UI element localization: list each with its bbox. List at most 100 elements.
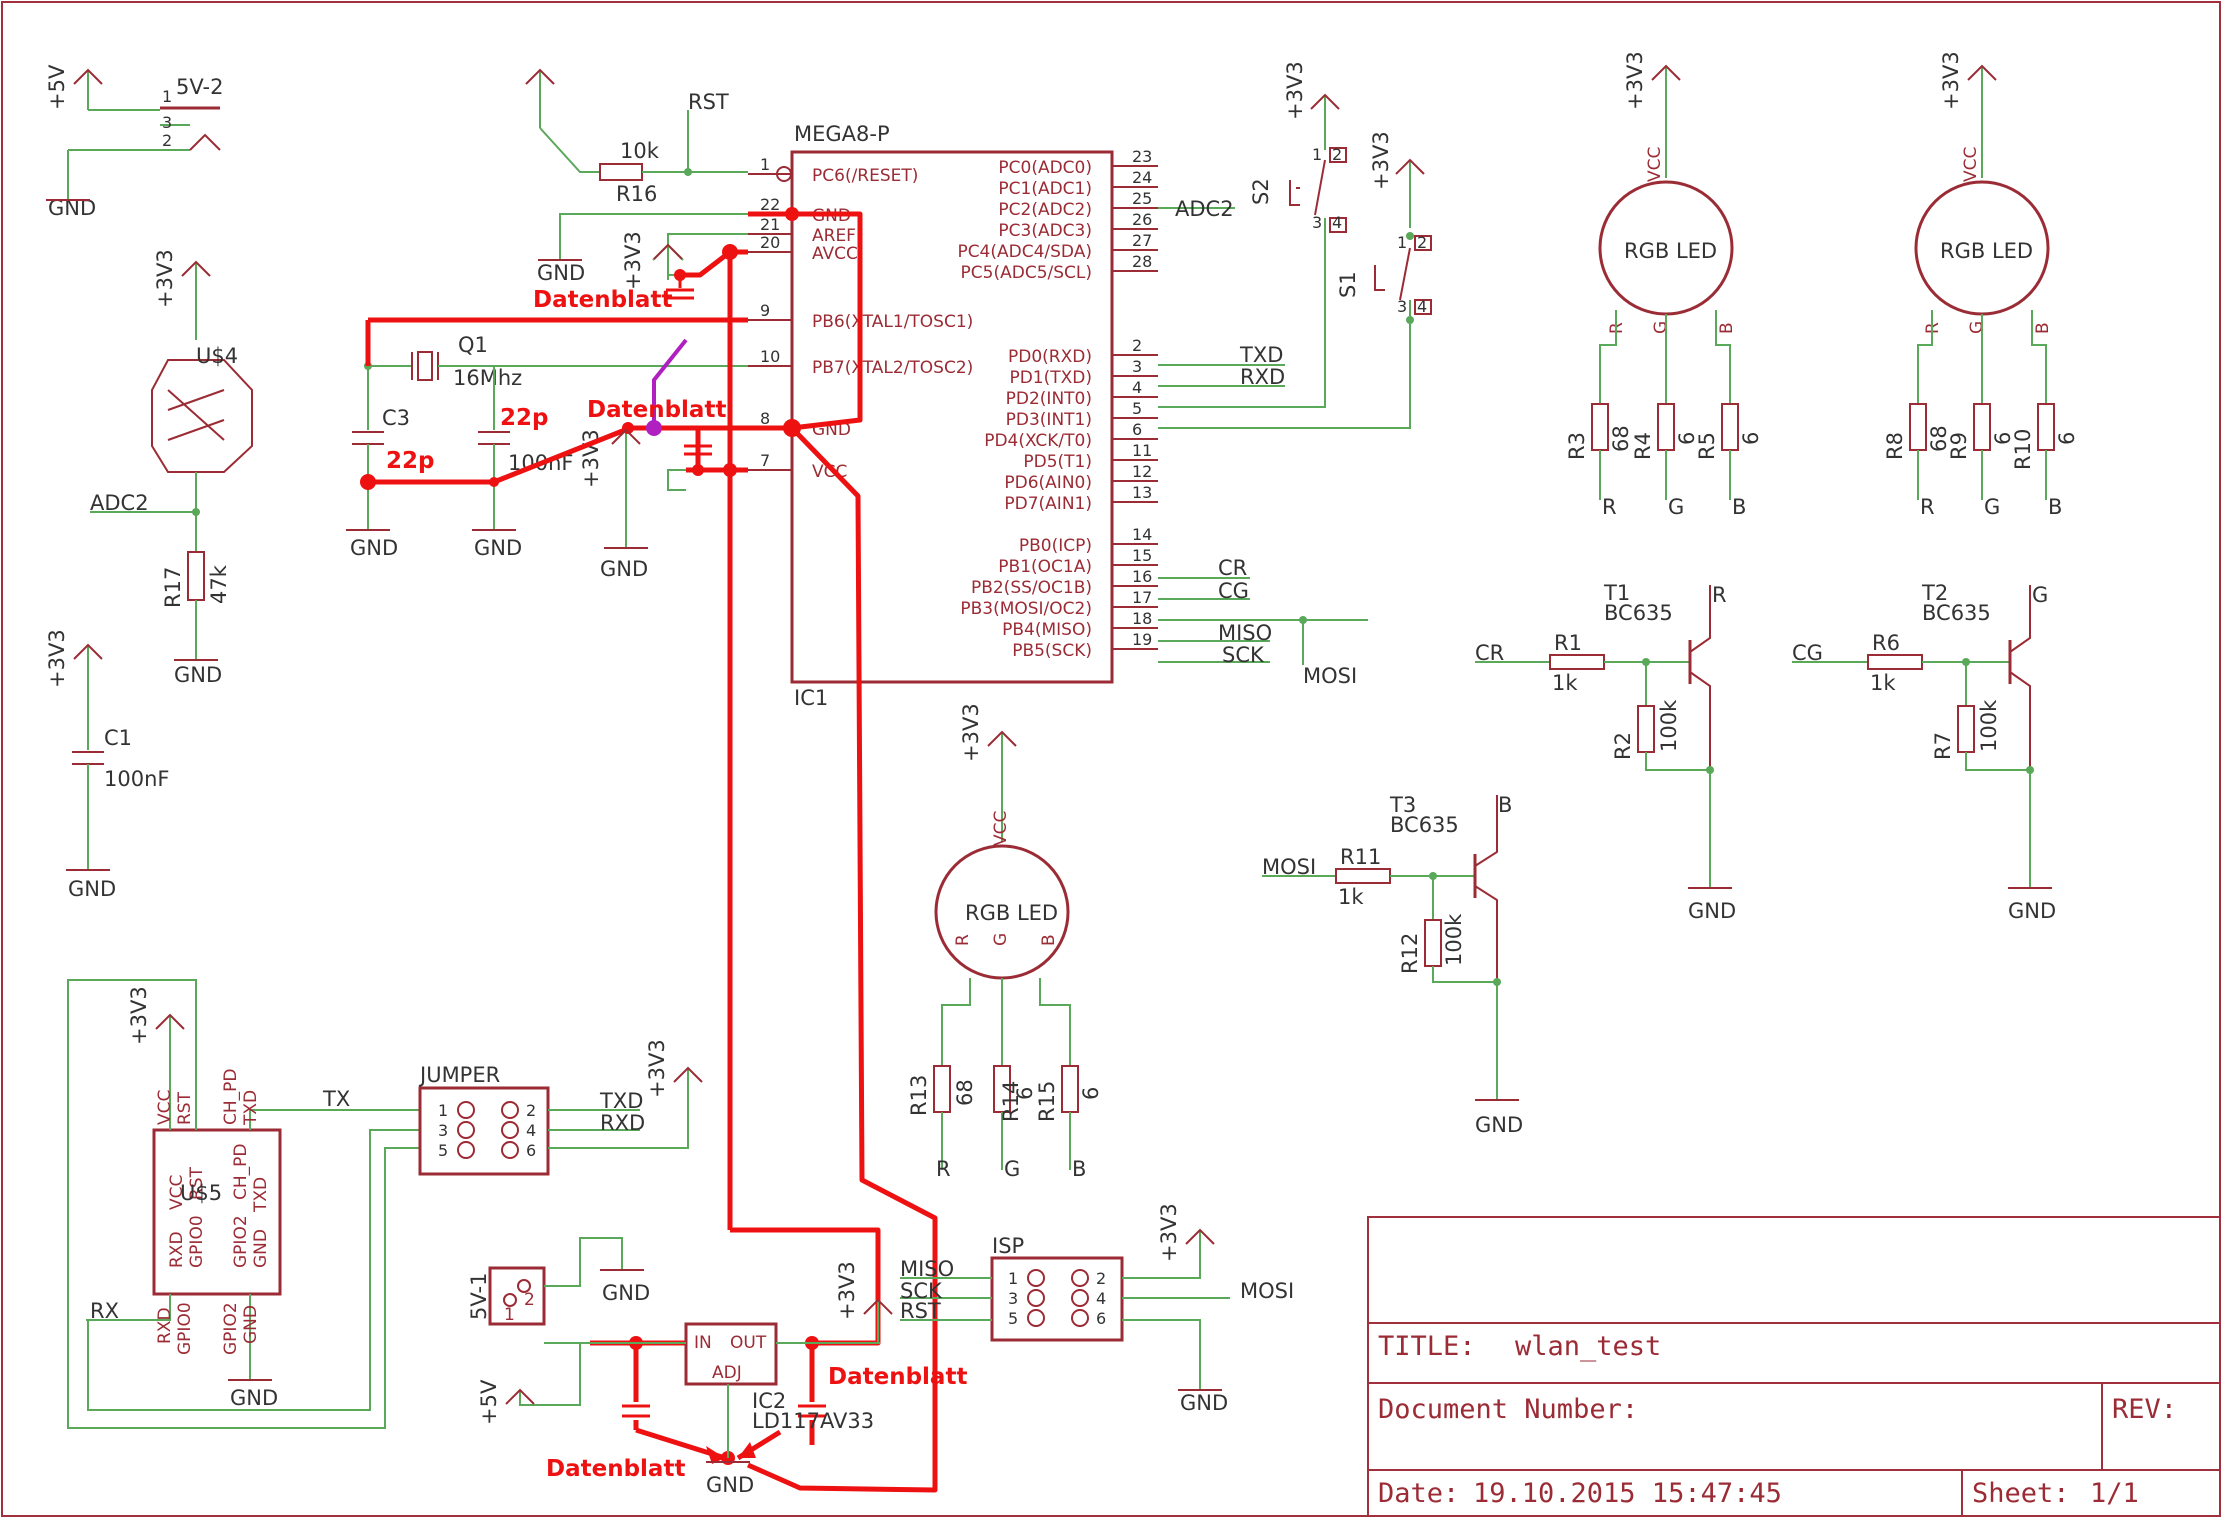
net-txd-mcu: TXD [1239, 343, 1283, 367]
mcu-right-pin-name: PD7(AIN1) [1004, 494, 1092, 514]
net-txd-jumper: TXD [599, 1089, 643, 1113]
v33-label-s1: +3V3 [1369, 131, 1393, 190]
gnd-t1: GND [1688, 899, 1736, 923]
jumper-pin-number: 2 [526, 1101, 536, 1120]
net-rxd-jumper: RXD [600, 1111, 645, 1135]
mcu-right-pin-name: PD3(INT1) [1006, 410, 1092, 430]
r6-ref: R6 [1872, 631, 1900, 655]
supply-arrow-icon [863, 1298, 893, 1315]
t3-value: BC635 [1390, 813, 1459, 837]
supply-arrow-icon [653, 243, 683, 260]
s1-pin4: 4 [1417, 297, 1427, 316]
reset-circuit: RST 10k R16 GND [537, 70, 748, 285]
t3-ref: T3 [1389, 793, 1416, 817]
sensor-u4: +3V3 U$4 ADC2 R17 47k GND [90, 249, 253, 687]
net-cg-mcu: CG [1218, 579, 1249, 603]
switch-s2: +3V3 1 2 3 4 S2 [1249, 61, 1347, 240]
transistor-t3: MOSI R11 1k B T3 BC635 R12 100k GND [1262, 793, 1523, 1137]
mcu-right-pins: 23PC0(ADC0)24PC1(ADC1)25PC2(ADC2)26PC3(A… [957, 147, 1158, 661]
jumper-pin-circle [501, 1141, 519, 1159]
mcu-left-pin-number: 1 [760, 155, 770, 174]
supply-arrow-icon [73, 68, 103, 85]
annotation-22p-1: 22p [386, 448, 434, 474]
ledc-label: RGB LED [965, 901, 1058, 925]
gnd-c4: GND [474, 536, 522, 560]
isp-pin-circle [1071, 1309, 1089, 1327]
ledl-label: RGB LED [1624, 239, 1717, 263]
ledl-pin-b: B [1717, 322, 1737, 334]
ledc-pin-r: R [953, 934, 973, 946]
s2-pin1: 1 [1312, 145, 1322, 164]
esp-pin-gpio0-b: GPIO0 [175, 1302, 195, 1355]
net-mosi-mcu: MOSI [1303, 664, 1357, 688]
sheet-value: 1/1 [2090, 1478, 2139, 1509]
conn-5v2-pin2: 2 [162, 131, 172, 150]
jumper-pin-number: 1 [438, 1101, 448, 1120]
isp-pin-circle [1027, 1269, 1045, 1287]
isp-pin-number: 5 [1008, 1309, 1018, 1328]
title-value: wlan_test [1515, 1331, 1661, 1362]
v5-label-top: +5V [45, 64, 69, 110]
ledl-pin-vcc: VCC [1645, 147, 1665, 182]
conn-5v2-pin3: 3 [162, 113, 172, 132]
r2-ref: R2 [1611, 732, 1635, 760]
supply-arrow-icon [1395, 158, 1425, 175]
annotation-datenblatt-4: Datenblatt [546, 1456, 685, 1482]
mcu-left-pin-number: 10 [760, 347, 780, 366]
net-cg-t2: CG [1792, 641, 1823, 665]
mcu-right-pin-number: 18 [1132, 609, 1152, 628]
gnd-isp: GND [1180, 1391, 1228, 1415]
mcu-right-pin-number: 11 [1132, 441, 1152, 460]
mcu-right-pin-name: PC4(ADC4/SDA) [957, 242, 1092, 262]
conn-5v1-ref: 5V-1 [467, 1273, 491, 1320]
v5-label-5v1: +5V [477, 1379, 501, 1425]
r4-value: 6 [1675, 432, 1699, 445]
gnd-t3: GND [1475, 1113, 1523, 1137]
mcu-right-pin-number: 2 [1132, 336, 1142, 355]
ledr-label: RGB LED [1940, 239, 2033, 263]
conn-5v1-pin1: 1 [504, 1305, 515, 1325]
mcu-right-pin-number: 4 [1132, 378, 1142, 397]
supply-arrow-icon [525, 68, 555, 85]
q1-value: 16Mhz [453, 366, 522, 390]
r17-value: 47k [207, 564, 231, 604]
mcu-right-pin-name: PC0(ADC0) [998, 158, 1092, 178]
s1-ref: S1 [1336, 271, 1360, 298]
mcu-right-pin-number: 28 [1132, 252, 1152, 271]
jumper-ref: JUMPER [418, 1063, 500, 1087]
r14-ref: R14 [999, 1081, 1023, 1122]
gnd-vcc7: GND [600, 557, 648, 581]
s2-ref: S2 [1249, 178, 1273, 205]
switch-s1: +3V3 1 2 3 4 S1 [1336, 131, 1432, 324]
esp-pin-chpd: CH_PD [221, 1069, 241, 1126]
ledc-pin-b: B [1039, 934, 1059, 946]
u4-ref: U$4 [196, 344, 238, 368]
mcu-right-pin-number: 13 [1132, 483, 1152, 502]
gnd-c3: GND [350, 536, 398, 560]
title-label: TITLE: [1378, 1331, 1476, 1362]
r4-ref: R4 [1631, 432, 1655, 460]
esp-pin-txd: TXD [241, 1090, 261, 1126]
s2-pin2: 2 [1332, 145, 1342, 164]
t2-net-g: G [2032, 583, 2048, 607]
mcu-right-pin-name: PB0(ICP) [1019, 536, 1092, 556]
r9-value: 6 [1991, 432, 2015, 445]
vcc-pin7-power: +3V3 GND [579, 429, 748, 581]
net-rst-isp: RST [900, 1299, 941, 1323]
net-sck-isp: SCK [900, 1279, 943, 1303]
date-label: Date: [1378, 1478, 1459, 1509]
r7-value: 100k [1977, 699, 2001, 752]
mcu-left-pin-number: 7 [760, 451, 770, 470]
mcu-name: MEGA8-P [794, 122, 890, 146]
s2-pin3: 3 [1312, 213, 1322, 232]
mcu-right-pin-number: 6 [1132, 420, 1142, 439]
r10-ref: R10 [2011, 429, 2035, 470]
mcu-right-pin-number: 19 [1132, 630, 1152, 649]
esp-inner-rxd: RXD [167, 1231, 187, 1268]
isp-pin-number: 3 [1008, 1289, 1018, 1308]
mcu-right-nets: ADC2 TXD RXD CR CG MOSI MISO SCK [1158, 197, 1411, 688]
v33-label-ledr: +3V3 [1939, 51, 1963, 110]
